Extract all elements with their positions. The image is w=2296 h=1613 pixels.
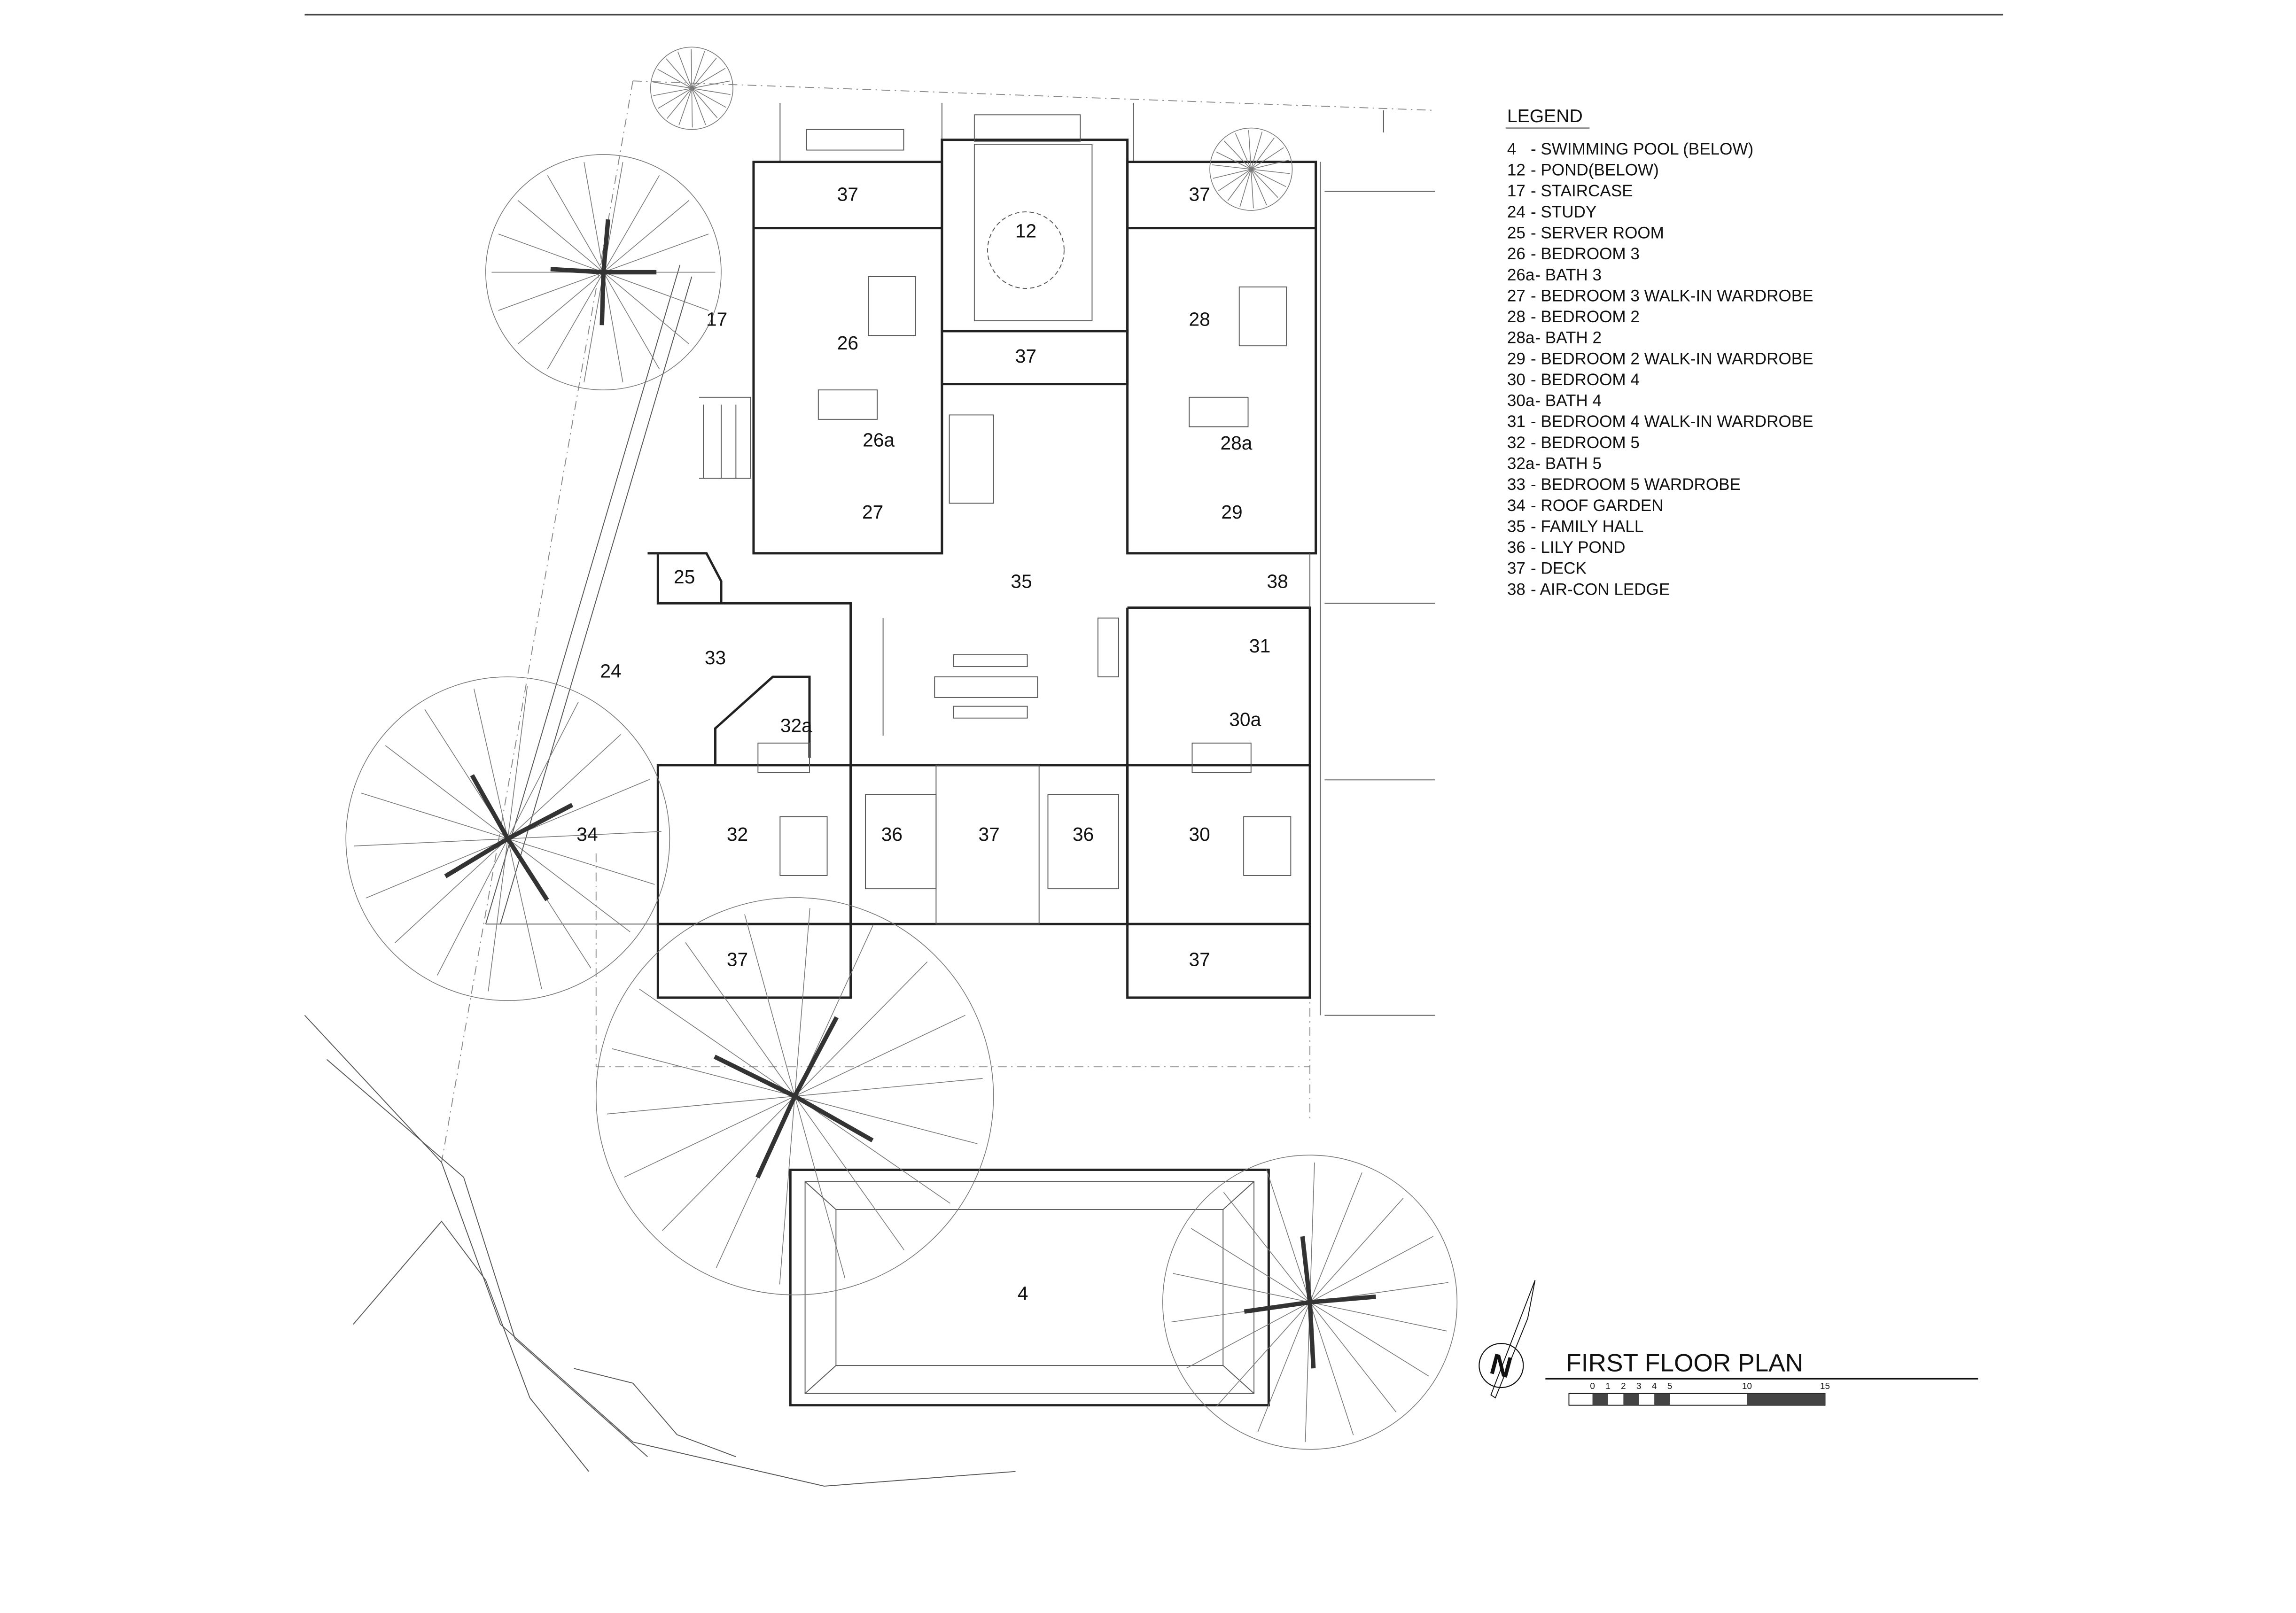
room-label: 37 bbox=[979, 823, 1000, 845]
legend-code: 29 bbox=[1507, 349, 1525, 368]
room-label: 24 bbox=[600, 660, 621, 682]
room-label: 4 bbox=[1018, 1282, 1028, 1304]
legend-label: - BEDROOM 5 WARDROBE bbox=[1531, 475, 1741, 494]
room-label: 37 bbox=[1015, 345, 1036, 367]
legend-code: 32a bbox=[1507, 455, 1535, 473]
tree-icon bbox=[345, 676, 670, 1001]
legend-code: 25 bbox=[1507, 224, 1525, 242]
room-labels: 37 12 37 17 26 37 28 26a 28a 27 29 35 25… bbox=[576, 183, 1288, 1304]
dining-table bbox=[934, 654, 1038, 719]
legend-label: - ROOF GARDEN bbox=[1531, 496, 1664, 515]
room-label: 37 bbox=[837, 183, 858, 205]
room-label: 25 bbox=[674, 566, 695, 588]
legend-code: 37 bbox=[1507, 559, 1525, 578]
legend-code: 17 bbox=[1507, 182, 1525, 200]
room-label: 37 bbox=[727, 948, 748, 970]
legend-label: - POND(BELOW) bbox=[1531, 161, 1659, 179]
legend-label: - BEDROOM 4 WALK-IN WARDROBE bbox=[1531, 412, 1813, 431]
legend-code: 4 bbox=[1507, 140, 1517, 158]
legend-code: 30 bbox=[1507, 371, 1525, 389]
legend-label: - STAIRCASE bbox=[1531, 182, 1633, 200]
room-label: 38 bbox=[1267, 570, 1288, 592]
legend-label: - SWIMMING POOL (BELOW) bbox=[1531, 140, 1753, 158]
legend-code: 30a bbox=[1507, 392, 1535, 410]
scale-tick: 0 bbox=[1590, 1381, 1595, 1391]
room-label: 36 bbox=[1073, 823, 1094, 845]
room-label: 33 bbox=[705, 647, 726, 668]
room-label: 32 bbox=[727, 823, 748, 845]
legend-code: 33 bbox=[1507, 475, 1525, 494]
legend-code: 26 bbox=[1507, 245, 1525, 263]
legend-code: 35 bbox=[1507, 517, 1525, 535]
legend-code: 28 bbox=[1507, 308, 1525, 326]
site-boundary bbox=[304, 80, 1435, 1487]
drawing-title: FIRST FLOOR PLAN bbox=[1566, 1349, 1803, 1377]
tree-icon bbox=[650, 47, 733, 130]
room-label: 27 bbox=[862, 501, 883, 523]
legend-label: - BATH 4 bbox=[1535, 392, 1602, 410]
room-label: 31 bbox=[1249, 635, 1270, 657]
tree-icon bbox=[485, 154, 722, 390]
legend-label: - STUDY bbox=[1531, 203, 1596, 221]
legend-label: - BEDROOM 3 bbox=[1531, 245, 1640, 263]
room-label: 12 bbox=[1015, 220, 1036, 242]
legend-label: - LILY POND bbox=[1531, 538, 1625, 557]
tree-icon bbox=[1162, 1155, 1458, 1450]
legend-label: - BEDROOM 4 bbox=[1531, 371, 1640, 389]
legend-code: 31 bbox=[1507, 412, 1525, 431]
legend-label: - AIR-CON LEDGE bbox=[1531, 580, 1670, 598]
legend-heading: LEGEND bbox=[1507, 106, 1583, 126]
scale-bar: 0 1 2 3 4 5 10 15 bbox=[1568, 1381, 1830, 1406]
trees bbox=[345, 47, 1458, 1450]
scale-tick: 5 bbox=[1667, 1381, 1672, 1391]
scale-tick: 15 bbox=[1820, 1381, 1830, 1391]
room-label: 29 bbox=[1221, 501, 1242, 523]
scale-tick: 3 bbox=[1636, 1381, 1641, 1391]
tree-icon bbox=[595, 897, 994, 1295]
legend: LEGEND 4 - SWIMMING POOL (BELOW) 12 - POND(… bbox=[1505, 106, 1813, 598]
room-label: 32a bbox=[780, 714, 812, 736]
room-label: 28a bbox=[1220, 432, 1252, 454]
room-label: 37 bbox=[1189, 183, 1210, 205]
legend-code: 26a bbox=[1507, 266, 1535, 284]
scale-tick: 10 bbox=[1742, 1381, 1752, 1391]
north-arrow-icon: N bbox=[1479, 1280, 1536, 1399]
room-label: 37 bbox=[1189, 948, 1210, 970]
legend-code: 32 bbox=[1507, 434, 1525, 452]
legend-label: - BATH 3 bbox=[1535, 266, 1602, 284]
tree-icon bbox=[1209, 127, 1293, 211]
room-label: 26a bbox=[863, 429, 895, 451]
legend-label: - BEDROOM 2 bbox=[1531, 308, 1640, 326]
legend-code: 38 bbox=[1507, 580, 1525, 598]
legend-code: 27 bbox=[1507, 287, 1525, 305]
legend-label: - BATH 2 bbox=[1535, 329, 1602, 347]
room-label: 34 bbox=[576, 823, 598, 845]
legend-label: - SERVER ROOM bbox=[1531, 224, 1664, 242]
legend-code: 24 bbox=[1507, 203, 1525, 221]
room-label: 36 bbox=[881, 823, 903, 845]
room-label: 17 bbox=[706, 309, 727, 330]
legend-label: - BEDROOM 2 WALK-IN WARDROBE bbox=[1531, 349, 1813, 368]
scale-tick: 4 bbox=[1652, 1381, 1657, 1391]
scale-tick: 2 bbox=[1621, 1381, 1626, 1391]
legend-label: - BEDROOM 3 WALK-IN WARDROBE bbox=[1531, 287, 1813, 305]
legend-label: - FAMILY HALL bbox=[1531, 517, 1643, 535]
legend-code: 28a bbox=[1507, 329, 1535, 347]
legend-label: - BEDROOM 5 bbox=[1531, 434, 1640, 452]
legend-code: 36 bbox=[1507, 538, 1525, 557]
room-label: 30 bbox=[1189, 823, 1210, 845]
legend-label: - BATH 5 bbox=[1535, 455, 1602, 473]
scale-tick: 1 bbox=[1605, 1381, 1610, 1391]
room-label: 28 bbox=[1189, 309, 1210, 330]
room-label: 26 bbox=[837, 332, 858, 354]
north-arrow-letter: N bbox=[1487, 1347, 1516, 1384]
room-label: 30a bbox=[1229, 709, 1261, 730]
room-label: 35 bbox=[1011, 570, 1032, 592]
swimming-pool bbox=[789, 1168, 1270, 1407]
building-walls bbox=[485, 114, 1321, 1016]
legend-code: 34 bbox=[1507, 496, 1525, 515]
legend-label: - DECK bbox=[1531, 559, 1587, 578]
legend-code: 12 bbox=[1507, 161, 1525, 179]
